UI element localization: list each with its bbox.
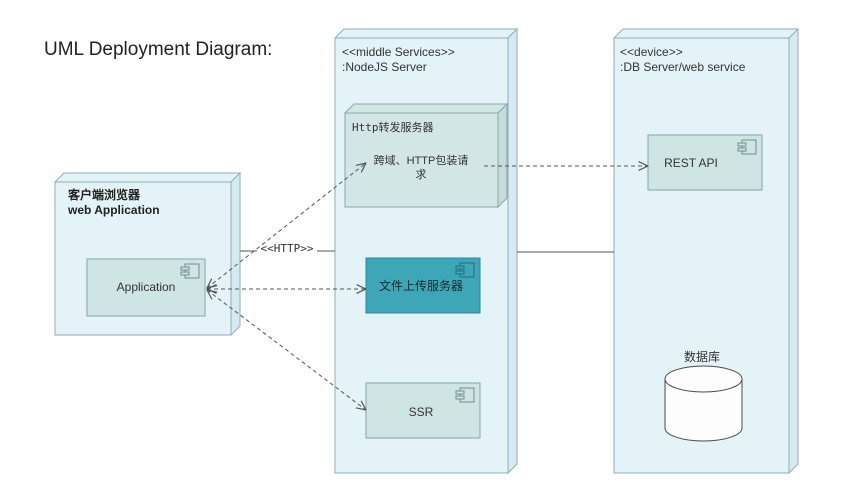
connector-application-to-ssr: [207, 290, 366, 410]
node-stereotype: <<device>>: [620, 45, 683, 59]
component-icon: [455, 262, 475, 278]
component-label: REST API: [664, 156, 718, 170]
node-nodejs-server: <<middle Services>> :NodeJS Server Http转…: [333, 27, 519, 475]
diagram-title: UML Deployment Diagram:: [44, 39, 272, 60]
node-db-server: <<device>> :DB Server/web service REST A…: [612, 27, 800, 475]
component-icon-body: [184, 263, 200, 279]
component-icon: [737, 139, 757, 155]
component-icon: [180, 263, 200, 279]
component-label: SSR: [409, 405, 434, 419]
node-description-line: 求: [416, 168, 427, 181]
node-side-face: [497, 102, 508, 209]
node-stereotype: <<middle Services>>: [342, 45, 455, 59]
node-side-face: [230, 171, 241, 337]
component-file-upload-server: 文件上传服务器: [365, 257, 481, 314]
node-name: :DB Server/web service: [620, 60, 746, 74]
component-label: Application: [117, 280, 176, 294]
connector-client-to-server: <<HTTP>>: [240, 242, 335, 255]
node-top-face: [343, 103, 509, 114]
node-side-face: [507, 27, 518, 475]
node-client-browser: 客户端浏览器 web Application Application: [53, 171, 242, 337]
component-application: Application: [86, 258, 206, 317]
component-icon-tab: [180, 271, 190, 276]
component-icon-body: [459, 262, 475, 278]
database-label: 数据库: [684, 349, 720, 364]
component-ssr: SSR: [365, 382, 481, 439]
component-rest-api: REST API: [647, 134, 763, 191]
node-top-face: [612, 28, 800, 39]
component-icon-tab: [737, 142, 747, 147]
node-description-line: 跨域、HTTP包装请: [374, 154, 469, 167]
node-top-face: [333, 28, 519, 39]
node-front-face: [344, 112, 499, 208]
component-icon-body: [459, 387, 475, 403]
component-label: 文件上传服务器: [379, 278, 463, 293]
component-icon-tab: [455, 270, 465, 275]
node-name: Http转发服务器: [352, 120, 434, 134]
node-name: 客户端浏览器: [67, 187, 141, 202]
component-icon: [455, 387, 475, 403]
connector-application-to-http-forward: [207, 163, 366, 288]
component-icon-body: [741, 139, 757, 155]
node-http-forward-server: Http转发服务器 跨域、HTTP包装请 求: [343, 102, 509, 209]
component-icon-tab: [737, 147, 747, 152]
node-subtitle: web Application: [67, 203, 160, 217]
node-top-face: [53, 172, 242, 183]
component-icon-tab: [455, 395, 465, 400]
component-icon-tab: [180, 266, 190, 271]
database-cylinder-top: [664, 365, 743, 393]
component-icon-tab: [455, 390, 465, 395]
connector-label: <<HTTP>>: [261, 242, 314, 255]
database-cylinder-icon: [664, 365, 743, 442]
node-name: :NodeJS Server: [342, 60, 427, 74]
component-icon-tab: [455, 265, 465, 270]
node-side-face: [788, 27, 799, 475]
database-cylinder-body: [664, 378, 743, 442]
